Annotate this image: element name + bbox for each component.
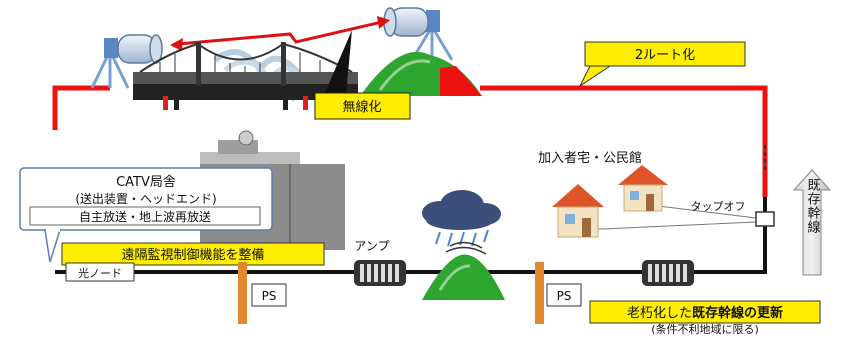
wireless-link-arrow [170,16,390,51]
tapoff-box-icon [755,211,775,227]
hill-icon [422,241,505,300]
monitoring-callout [61,242,325,266]
broadcast-box [29,206,261,226]
utility-pole-left [238,262,247,324]
renewal-callout [589,300,821,324]
rain-cloud-icon [422,190,501,247]
utility-pole-right [535,262,544,324]
tapoff-label: タップオフ [691,200,746,213]
hill-icon [360,51,482,96]
subscriber-label: 加入者宅・公民館 [538,151,642,166]
antenna-dish-icon [383,7,454,61]
monitoring-label: 遠隔監視制御機能を整備 [121,247,264,263]
route2-label: 2ルート化 [635,48,695,63]
amplifier-icon [642,260,694,286]
wireless-callout [314,30,411,120]
ps-box-right [546,283,582,307]
ps-box-left [251,283,287,307]
catv-subtitle: (送出装置・ヘッドエンド) [75,191,216,206]
up-arrow-icon [792,169,832,276]
ps-label-left: PS [262,289,277,303]
existing-trunk-vertical: 既存幹線 [805,178,821,234]
amp-label: アンプ [354,239,389,253]
ps-label-right: PS [557,289,572,303]
amplifier-icon [354,260,406,286]
renewal-text: 老朽化した既存幹線の更新 [627,305,783,321]
route2-callout [578,41,746,88]
renewal-emphasis: 既存幹線の更新 [692,305,783,321]
catv-title: CATV局舎 [116,175,176,190]
house-icon [618,165,757,219]
optical-node-box [65,262,135,282]
optical-node-label: 光ノード [78,266,122,280]
broadcast-label: 自主放送・地上波再放送 [79,209,211,224]
suspension-bridge-icon [133,42,358,110]
condition-label: (条件不利地域に限る) [651,322,759,336]
house-icon [552,184,757,238]
wireless-label: 無線化 [342,99,381,115]
renewal-prefix: 老朽化した [627,306,692,321]
